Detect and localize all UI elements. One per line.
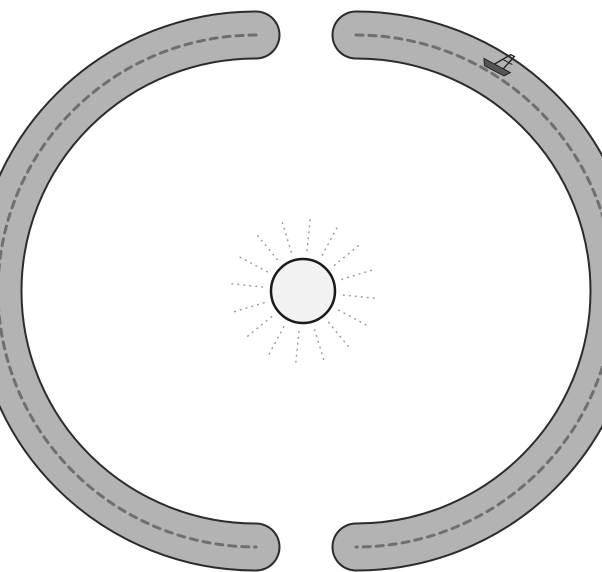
star-ray	[296, 331, 299, 363]
ring-segment-right	[356, 35, 602, 547]
ring-center-line-left	[0, 35, 256, 547]
star-ray	[343, 295, 375, 298]
star-ray	[338, 310, 366, 325]
star-ray	[247, 316, 272, 336]
star-ray	[269, 326, 284, 354]
star-ray	[234, 303, 265, 312]
star-ray	[328, 322, 348, 347]
star-ray	[307, 219, 310, 251]
star-ray	[231, 284, 263, 287]
star-ray	[315, 329, 324, 360]
star-ray	[322, 228, 337, 256]
star-ray	[334, 245, 359, 265]
star-ray	[341, 270, 372, 279]
central-star	[271, 259, 335, 323]
star-ray	[240, 257, 268, 272]
star-ray	[257, 235, 277, 260]
ring-segment-left	[0, 35, 256, 547]
star-ray	[282, 222, 291, 253]
